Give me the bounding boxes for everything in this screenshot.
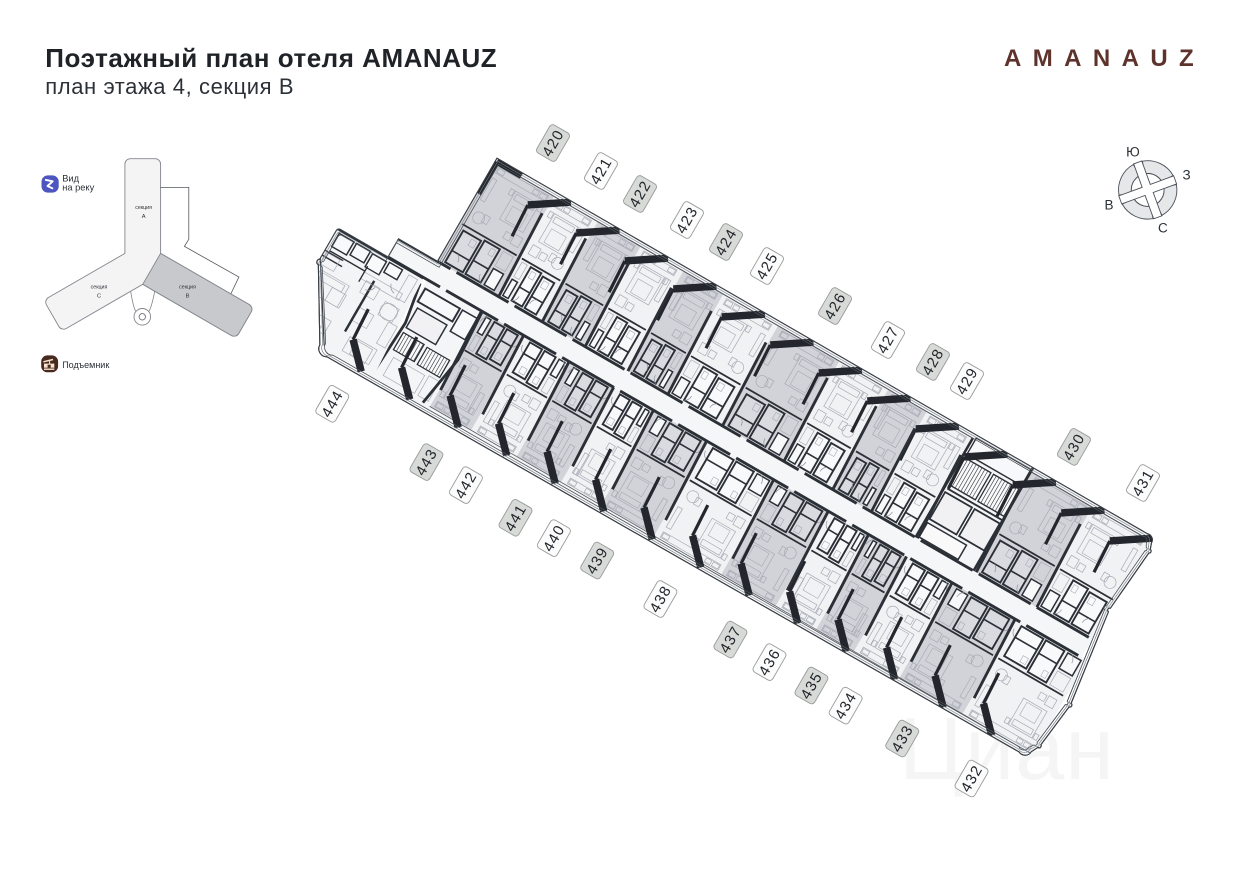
svg-text:Ю: Ю: [1126, 144, 1140, 159]
svg-text:B: B: [186, 294, 190, 300]
svg-text:В: В: [1104, 198, 1113, 213]
svg-text:A: A: [142, 214, 146, 220]
svg-text:секция: секция: [91, 285, 108, 291]
svg-text:Вид: Вид: [62, 173, 79, 183]
svg-text:на реку: на реку: [62, 182, 94, 192]
svg-text:секция: секция: [179, 285, 196, 291]
svg-text:З: З: [1183, 167, 1191, 182]
svg-text:С: С: [1158, 221, 1168, 236]
svg-text:секция: секция: [135, 205, 152, 211]
svg-text:C: C: [97, 294, 101, 300]
svg-text:Подъемник: Подъемник: [62, 360, 109, 370]
